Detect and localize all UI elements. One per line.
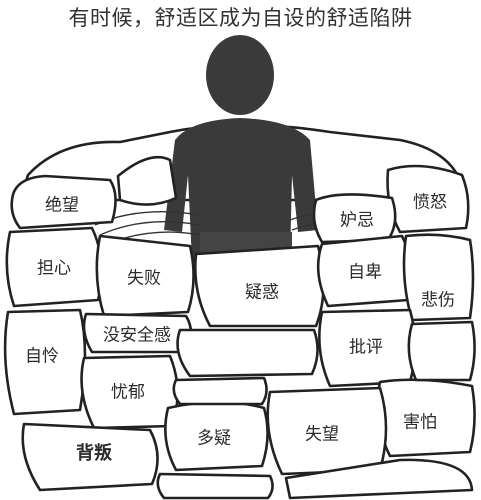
stone-label-zibei: 自卑 [348,262,382,283]
stone-shape-beipan [21,422,159,492]
stone-shape-filler-4 [156,472,274,500]
person-silhouette [164,35,318,262]
stone-label-fennu: 愤怒 [413,192,447,213]
stone-label-haipa: 害怕 [403,412,437,433]
stone-label-shiwang: 失望 [305,424,339,445]
stone-label-juewang: 绝望 [45,195,79,216]
stone-label-duji: 妒忌 [340,210,374,231]
stone-label-shibai: 失败 [127,268,161,289]
stone-shape-beishang [402,233,475,322]
stone-shape-filler-5 [284,458,474,500]
stone-label-piping: 批评 [349,337,383,358]
stone-shape-ziling [3,308,87,416]
stone-label-meianquangan: 没安全感 [103,325,171,346]
stone-shape-juewang [10,174,117,230]
stone-shape-duji [312,193,397,244]
stone-label-duoyi: 多疑 [197,428,231,449]
stone-label-beipan: 背叛 [76,443,112,464]
stone-shape-filler-1 [176,328,319,378]
stone-label-yihuo: 疑惑 [245,282,279,303]
stone-label-beishang: 悲伤 [421,290,455,311]
stone-shape-filler-2 [172,376,268,406]
stone-shape-filler-6 [116,155,178,206]
stone-shape-filler-3 [407,320,476,382]
stone-label-youyu: 忧郁 [111,382,145,403]
page-title: 有时候，舒适区成为自设的舒适陷阱 [68,6,413,30]
stone-label-ziling: 自怜 [25,346,59,367]
stone-label-danxin: 担心 [37,258,71,279]
